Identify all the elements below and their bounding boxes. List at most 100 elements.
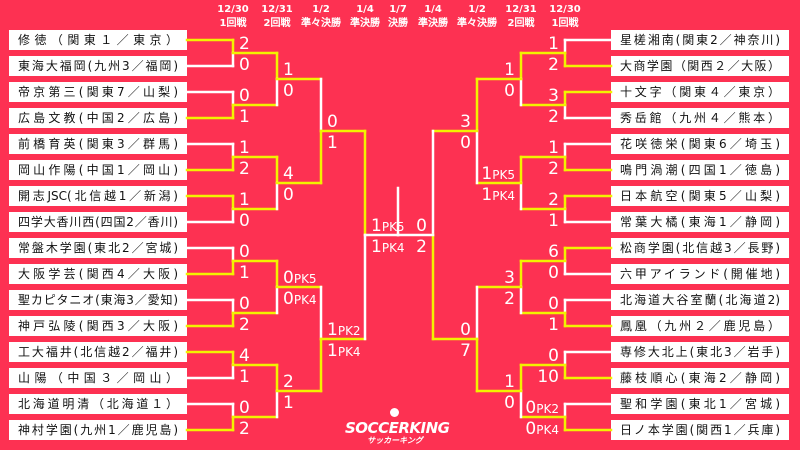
score-goals: 0: [460, 320, 471, 340]
round-name: 2回戦: [507, 18, 535, 29]
score-goals: 0: [548, 294, 559, 314]
team-box-right[interactable]: 日ノ本学園(関西1／兵庫): [611, 420, 789, 440]
score-goals: 1: [371, 237, 382, 257]
score-goals: 1: [283, 60, 294, 80]
score-goals: 0: [548, 346, 559, 366]
match-score: 1: [548, 34, 559, 54]
match-score: 0: [239, 211, 250, 231]
score-goals: 2: [239, 34, 250, 54]
match-score: 0PK2: [525, 398, 559, 418]
match-score: 0: [416, 216, 427, 236]
soccer-ball-icon: [390, 408, 399, 417]
match-score: 0: [504, 81, 515, 101]
score-goals: 0: [239, 242, 250, 262]
team-box-left[interactable]: 聖カピタニオ(東海3／愛知): [9, 290, 187, 310]
team-box-right[interactable]: 藤枝順心(東海2／静岡): [611, 368, 789, 388]
match-score: 1: [548, 138, 559, 158]
score-goals: 0: [416, 216, 427, 236]
match-score: 1PK4: [481, 185, 515, 205]
score-goals: 0: [239, 294, 250, 314]
score-goals: 2: [504, 289, 515, 309]
match-score: 1PK2: [327, 320, 361, 340]
match-score: 1: [283, 393, 294, 413]
team-box-left[interactable]: 開志JSC(北信越1／新潟): [9, 186, 187, 206]
score-goals: 0: [283, 289, 294, 309]
match-score: 1: [548, 211, 559, 231]
team-box-right[interactable]: 日本航空(関東5／山梨): [611, 186, 789, 206]
team-box-right[interactable]: 大商学園（関西２／大阪）: [611, 56, 789, 76]
round-name: 準々決勝: [301, 18, 341, 29]
round-date: 12/30: [549, 4, 581, 15]
team-box-right[interactable]: 北海道大谷室蘭(北海道2): [611, 290, 789, 310]
match-score: 0: [460, 133, 471, 153]
score-goals: 0: [239, 398, 250, 418]
team-box-right[interactable]: 花咲徳栄(関東6／埼玉): [611, 134, 789, 154]
team-box-right[interactable]: 鳴門渦潮(四国1／徳島): [611, 160, 789, 180]
round-date: 1/2: [312, 4, 330, 15]
round-header: 1/4 準決勝: [335, 3, 395, 31]
round-name: 決勝: [388, 18, 408, 29]
match-score: 4: [283, 164, 294, 184]
score-goals: 0: [525, 398, 536, 418]
round-name: 準決勝: [350, 18, 380, 29]
team-box-left[interactable]: 帝京第三(関東7／山梨): [9, 82, 187, 102]
team-box-left[interactable]: 神村学園(九州1／鹿児島): [9, 420, 187, 440]
round-date: 1/4: [356, 4, 374, 15]
team-box-right[interactable]: 松商学園(北信越3／長野): [611, 238, 789, 258]
score-goals: 2: [548, 159, 559, 179]
team-box-right[interactable]: 秀岳館（九州４／熊本）: [611, 108, 789, 128]
round-header: 1/7 決勝: [368, 3, 428, 31]
team-box-left[interactable]: 常盤木学園(東北2／宮城): [9, 238, 187, 258]
team-box-left[interactable]: 東海大福岡(九州3／福岡): [9, 56, 187, 76]
round-header: 12/30 1回戦: [535, 3, 595, 31]
match-score: 6: [548, 242, 559, 262]
team-box-right[interactable]: 常葉大橘(東海1／静岡): [611, 212, 789, 232]
match-score: 0PK4: [283, 289, 317, 309]
score-goals: 7: [460, 341, 471, 361]
score-goals: 2: [239, 419, 250, 439]
score-pk: PK4: [338, 345, 361, 359]
match-score: 0: [239, 398, 250, 418]
match-score: 0: [327, 112, 338, 132]
team-box-right[interactable]: 十文字（関東４／東京）: [611, 82, 789, 102]
round-name: 1回戦: [551, 18, 579, 29]
match-score: 0PK5: [283, 268, 317, 288]
match-score: 2: [239, 315, 250, 335]
team-box-right[interactable]: 聖和学園(東北1／宮城): [611, 394, 789, 414]
match-score: 0PK4: [525, 419, 559, 439]
team-box-left[interactable]: 四学大香川西(四国2／香川): [9, 212, 187, 232]
score-goals: 0: [327, 112, 338, 132]
team-box-left[interactable]: 北海道明清（北海道１）: [9, 394, 187, 414]
score-goals: 2: [283, 372, 294, 392]
score-goals: 2: [548, 190, 559, 210]
match-score: 1PK5: [371, 216, 405, 236]
score-goals: 2: [239, 315, 250, 335]
team-box-right[interactable]: 星槎湘南(関東2／神奈川): [611, 30, 789, 50]
round-date: 12/31: [261, 4, 293, 15]
team-box-left[interactable]: 神戸弘陵(関西3／大阪): [9, 316, 187, 336]
match-score: 1: [548, 315, 559, 335]
team-box-right[interactable]: 六甲アイランド(開催地): [611, 264, 789, 284]
match-score: 3: [504, 268, 515, 288]
team-box-right[interactable]: 鳳凰（九州２／鹿児島）: [611, 316, 789, 336]
match-score: 1PK4: [327, 341, 361, 361]
score-goals: 0: [504, 81, 515, 101]
match-score: 0: [460, 320, 471, 340]
score-goals: 1: [239, 107, 250, 127]
team-box-left[interactable]: 前橋育英(関東3／群馬): [9, 134, 187, 154]
team-box-left[interactable]: 山陽（中国３／岡山）: [9, 368, 187, 388]
round-date: 1/7: [389, 4, 407, 15]
team-box-left[interactable]: 岡山作陽(中国1／岡山): [9, 160, 187, 180]
team-box-left[interactable]: 修徳（関東１／東京）: [9, 30, 187, 50]
match-score: 1: [239, 138, 250, 158]
match-score: 2: [239, 159, 250, 179]
team-box-left[interactable]: 工大福井(北信越2／福井): [9, 342, 187, 362]
team-box-right[interactable]: 専修大北上(東北3／岩手): [611, 342, 789, 362]
score-goals: 1: [548, 138, 559, 158]
match-score: 2: [283, 372, 294, 392]
team-box-left[interactable]: 広島文教(中国2／広島): [9, 108, 187, 128]
round-date: 12/30: [217, 4, 249, 15]
match-score: 0: [239, 86, 250, 106]
team-box-left[interactable]: 大阪学芸(関西4／大阪): [9, 264, 187, 284]
